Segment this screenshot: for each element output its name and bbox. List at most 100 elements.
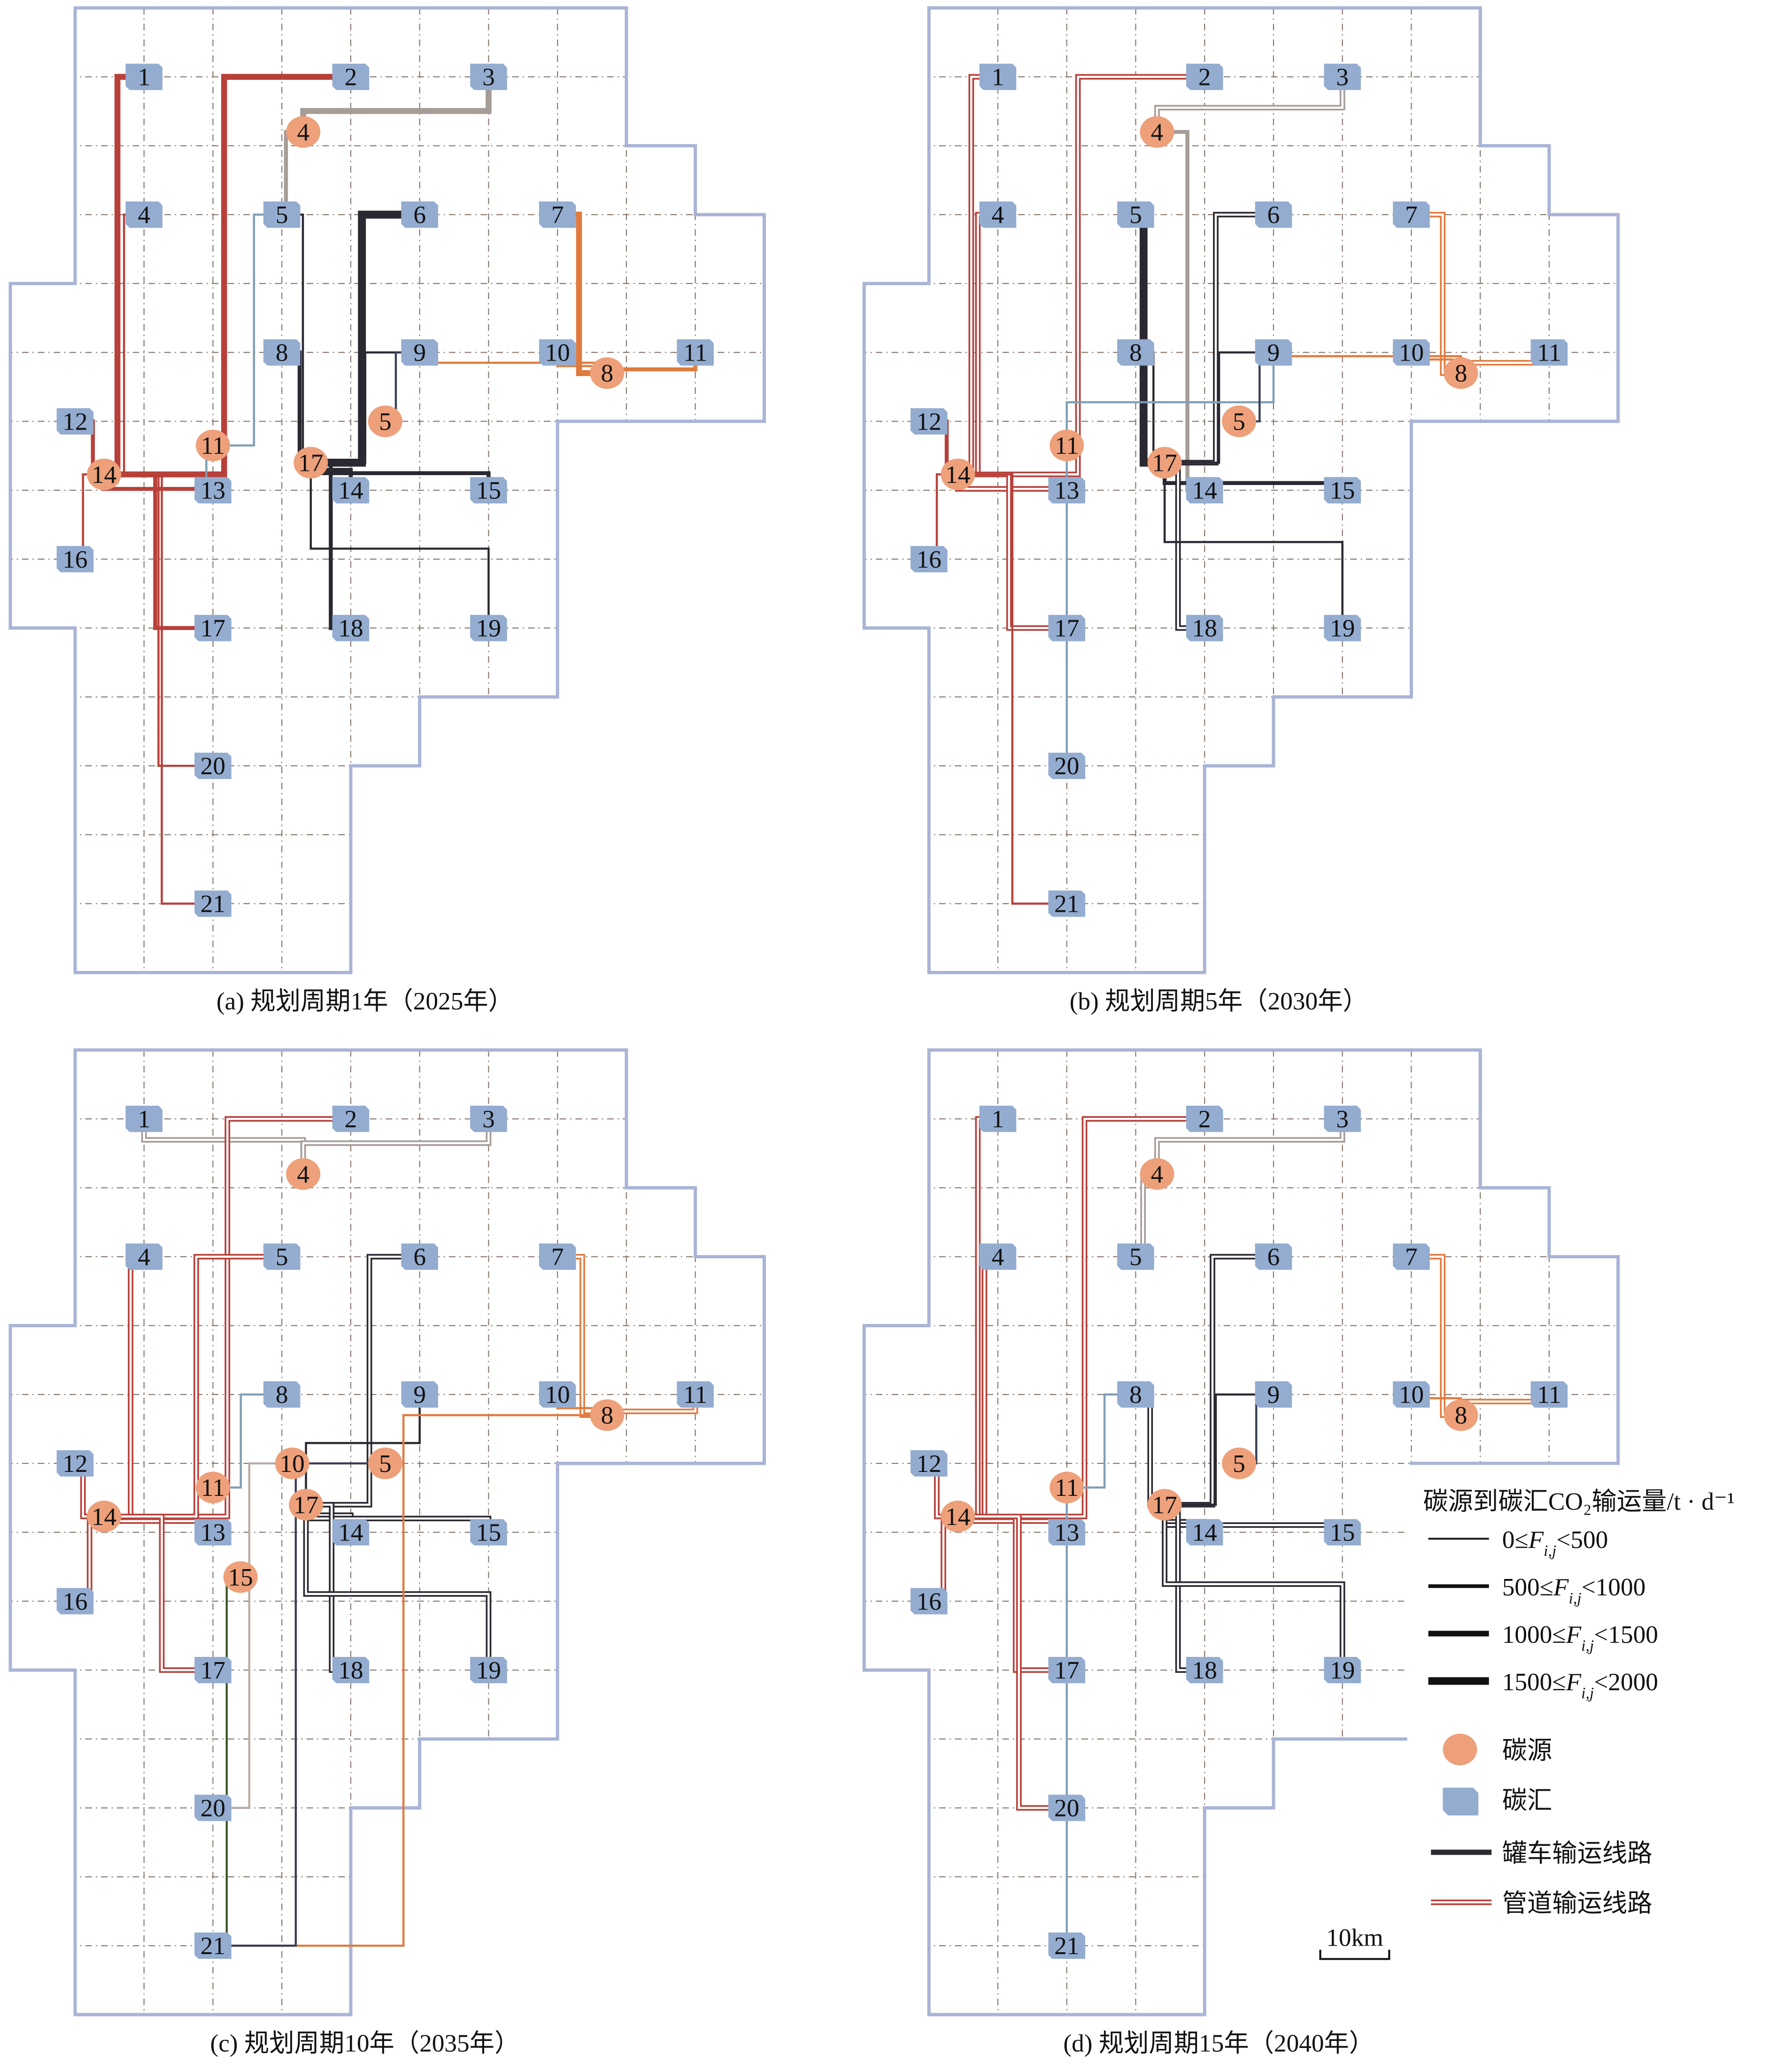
sink-icon [470,1106,507,1132]
pipeline-line-inner [143,1119,304,1174]
pipeline-line [1154,1119,1345,1174]
tanker-line [213,1462,386,1947]
carbon-sink-13: 13 [1048,476,1085,504]
sink-label: 5 [1129,200,1142,229]
carbon-sink-15: 15 [470,476,507,504]
sink-icon [1324,1106,1361,1132]
carbon-sink-14: 14 [332,476,370,504]
route-17-to-19 [309,462,490,628]
carbon-sink-20: 20 [1048,752,1085,780]
carbon-source-14: 14 [941,458,975,491]
sink-icon [470,63,507,90]
sink-icon [1048,477,1085,504]
sink-label: 4 [992,200,1004,229]
sink-label: 13 [1054,476,1079,504]
carbon-sink-12: 12 [910,407,948,435]
sink-label: 9 [413,339,426,367]
carbon-source-4: 4 [286,1158,321,1190]
source-label: 8 [1455,359,1468,387]
sink-icon [1393,1381,1430,1408]
sink-label: 19 [476,614,501,642]
sink-label: 21 [1054,890,1079,918]
sink-label: 12 [916,1449,941,1478]
legend-title: 碳源到碳汇CO₂输运量/t · d⁻¹ [1423,1487,1735,1516]
route-17-to-9 [1165,1393,1274,1506]
sink-label: 10 [1399,1380,1424,1409]
sink-label: 18 [1192,1656,1217,1684]
sink-label: 3 [482,63,495,91]
sink-label: 9 [413,1380,426,1409]
sink-icon [125,201,162,228]
carbon-source-17: 17 [294,447,328,479]
sink-icon [1324,615,1361,641]
carbon-sink-18: 18 [332,1656,370,1684]
sink-icon [677,339,714,366]
route-17-to-19 [1162,1504,1345,1671]
sink-icon [56,546,94,572]
sink-icon [56,1588,94,1615]
legend: 碳源到碳汇CO₂输运量/t · d⁻¹0≤Fi,j<500500≤Fi,j<10… [1407,1465,1792,1940]
pipeline-line-inner [1163,1504,1344,1671]
sink-label: 5 [1129,1243,1142,1271]
carbon-source-15: 15 [223,1561,258,1593]
sink-icon [1186,1657,1223,1684]
sink-label: 21 [1054,1932,1079,1960]
carbon-sink-11: 11 [1530,1380,1568,1409]
source-icon [286,1158,321,1190]
carbon-sink-16: 16 [910,1587,948,1615]
sink-icon [401,1243,438,1270]
sink-label: 15 [1330,476,1355,504]
sink-icon [1048,1932,1085,1959]
sink-label: 3 [1336,1105,1349,1133]
route-5-to-21 [213,1462,386,1947]
legend-sink-icon [1443,1787,1479,1816]
carbon-sink-17: 17 [194,1656,232,1684]
sink-icon [539,201,576,228]
region-boundary [862,1048,1620,2017]
route-17-to-9 [1165,351,1274,464]
carbon-sink-1: 1 [979,63,1017,91]
sink-label: 20 [1054,752,1079,780]
sink-label: 14 [1192,1518,1217,1547]
carbon-sink-8: 8 [1117,1380,1154,1409]
tanker-line [1165,1393,1274,1506]
source-label: 8 [601,359,613,387]
carbon-source-5: 5 [368,1447,402,1479]
sink-icon [125,1243,162,1270]
source-icon [590,1399,625,1431]
carbon-source-5: 5 [1222,1447,1256,1479]
carbon-sink-10: 10 [1393,339,1430,367]
sink-icon [539,1243,576,1270]
sink-icon [194,1519,232,1546]
carbon-sink-15: 15 [470,1518,507,1547]
carbon-source-14: 14 [941,1501,975,1532]
carbon-sink-5: 5 [263,200,301,229]
sink-label: 19 [476,1656,501,1684]
source-label: 8 [601,1401,613,1429]
pipeline-line-inner [1135,1393,1165,1506]
route-14-to-1 [958,1116,998,1519]
source-icon [941,1501,975,1532]
route-8-to-9 [1272,352,1462,373]
carbon-sink-10: 10 [539,1380,576,1409]
sink-label: 5 [276,200,288,229]
source-label: 17 [1152,448,1177,477]
sink-icon [910,408,948,435]
legend-tanker-label: 罐车输运线路 [1502,1839,1653,1867]
sink-icon [470,1519,507,1546]
sink-icon [1393,339,1430,366]
sink-icon [1530,339,1568,366]
tanker-line [1272,352,1462,373]
sink-icon [1255,1381,1292,1408]
carbon-sink-8: 8 [263,339,301,367]
legend-sink-label: 碳汇 [1502,1786,1553,1815]
sink-icon [332,1657,370,1684]
route-4-to-3 [300,1119,492,1174]
tanker-line [1157,130,1205,493]
carbon-source-17: 17 [289,1489,324,1521]
carbon-sink-11: 11 [1530,339,1568,367]
sink-icon [1324,477,1361,504]
carbon-sink-12: 12 [56,1449,94,1478]
route-17-to-6 [1165,1254,1274,1508]
